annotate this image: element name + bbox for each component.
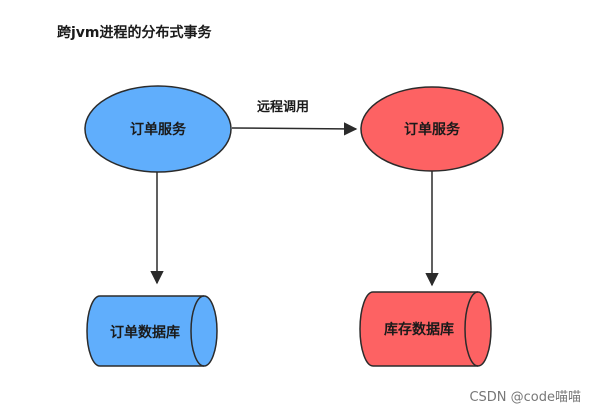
inventory-db-node: 库存数据库 bbox=[359, 291, 492, 367]
order-service-remote-shape bbox=[360, 86, 504, 172]
inventory-db-cap bbox=[464, 291, 479, 367]
order-db-label: 订单数据库 bbox=[110, 324, 180, 341]
order-db-cap bbox=[190, 295, 205, 367]
inventory-db-label: 库存数据库 bbox=[384, 321, 454, 338]
remote-call-arrow bbox=[231, 122, 358, 136]
order-service-local-label: 订单服务 bbox=[130, 121, 187, 138]
order-service-remote-label: 订单服务 bbox=[404, 121, 461, 138]
remote-call-label: 远程调用 bbox=[257, 100, 309, 115]
diagram-title: 跨jvm进程的分布式事务 bbox=[57, 24, 213, 41]
order-service-remote-node: 订单服务 bbox=[360, 86, 504, 172]
order-service-local-node: 订单服务 bbox=[84, 85, 232, 173]
order-service-local-shape bbox=[84, 85, 232, 173]
order-db-node: 订单数据库 bbox=[86, 295, 218, 367]
watermark: CSDN @code喵喵 bbox=[469, 390, 581, 405]
